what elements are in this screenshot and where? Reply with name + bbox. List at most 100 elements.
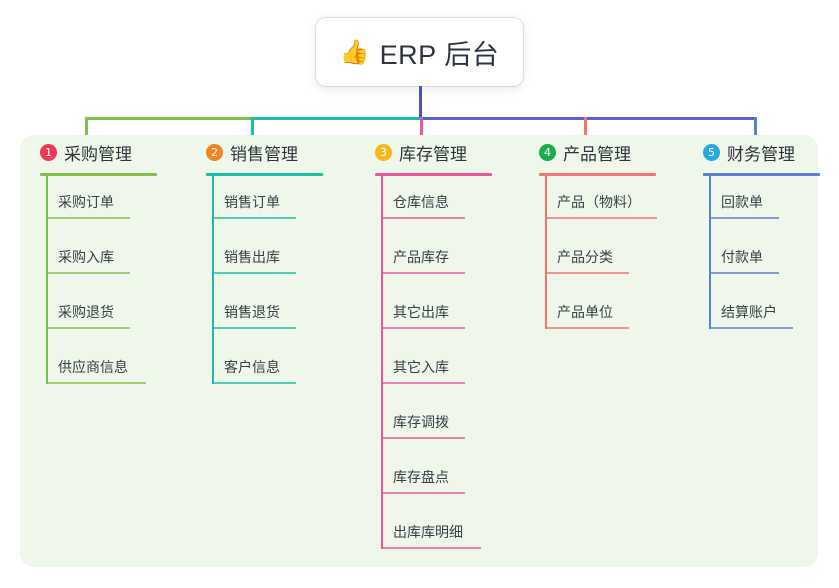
bus-segment-green <box>85 117 251 120</box>
menu-item-label: 销售订单 <box>224 194 280 210</box>
menu-item-underline <box>709 272 779 274</box>
column-badge-4: 4 <box>539 143 556 161</box>
column-title-1: 采购管理 <box>64 144 132 164</box>
menu-item-underline <box>545 327 629 329</box>
menu-item-label: 其它入库 <box>393 359 449 375</box>
mindmap-card: 1 采购管理采购订单采购入库采购退货供应商信息 2 销售管理销售订单销售出库销售退货客… <box>20 135 820 567</box>
menu-item-underline <box>545 217 657 219</box>
menu-item-underline <box>46 217 130 219</box>
column-header-5[interactable]: 5 财务管理 <box>693 135 839 169</box>
menu-item-label: 回款单 <box>721 194 763 210</box>
menu-item[interactable]: 产品分类 <box>529 231 686 286</box>
menu-item-underline <box>46 272 130 274</box>
menu-item[interactable]: 回款单 <box>693 176 839 231</box>
menu-item[interactable]: 采购入库 <box>30 231 187 286</box>
column-4: 4 产品管理产品（物料） 产品分类产品单位 <box>529 135 686 341</box>
menu-item-underline <box>381 547 481 549</box>
menu-item[interactable]: 产品（物料） <box>529 176 686 231</box>
menu-item-label: 产品库存 <box>393 249 449 265</box>
menu-item-underline <box>709 327 793 329</box>
root-title: ERP 后台 <box>379 39 500 70</box>
menu-item[interactable]: 销售订单 <box>196 176 353 231</box>
menu-item-label: 销售出库 <box>224 249 280 265</box>
menu-item-label: 库存盘点 <box>393 469 449 485</box>
column-items-2: 销售订单销售出库销售退货客户信息 <box>196 176 353 396</box>
column-items-4: 产品（物料） 产品分类产品单位 <box>529 176 686 341</box>
menu-item[interactable]: 出库库明细 <box>365 506 522 561</box>
menu-item[interactable]: 销售出库 <box>196 231 353 286</box>
menu-item-underline <box>212 217 296 219</box>
menu-item-underline <box>545 272 629 274</box>
menu-item[interactable]: 付款单 <box>693 231 839 286</box>
column-underline-4 <box>539 173 656 176</box>
menu-item[interactable]: 其它出库 <box>365 286 522 341</box>
column-title-3: 库存管理 <box>399 144 467 164</box>
menu-item-label: 库存调拨 <box>393 414 449 430</box>
menu-item-label: 结算账户 <box>721 304 777 320</box>
column-spine-5 <box>709 176 711 329</box>
menu-item-label: 其它出库 <box>393 304 449 320</box>
column-badge-5: 5 <box>703 143 720 161</box>
menu-item-label: 付款单 <box>721 249 763 265</box>
column-spine-3 <box>381 176 383 549</box>
menu-item-label: 仓库信息 <box>393 194 449 210</box>
menu-item[interactable]: 产品单位 <box>529 286 686 341</box>
column-underline-5 <box>703 173 820 176</box>
column-title-4: 产品管理 <box>563 144 631 164</box>
menu-item-underline <box>381 492 465 494</box>
column-items-5: 回款单付款单结算账户 <box>693 176 839 341</box>
menu-item[interactable]: 库存调拨 <box>365 396 522 451</box>
menu-item[interactable]: 客户信息 <box>196 341 353 396</box>
menu-item[interactable]: 结算账户 <box>693 286 839 341</box>
column-title-2: 销售管理 <box>230 144 298 164</box>
menu-item-underline <box>212 272 296 274</box>
menu-item-label: 采购订单 <box>58 194 114 210</box>
menu-item[interactable]: 采购订单 <box>30 176 187 231</box>
menu-item-underline <box>212 382 296 384</box>
column-badge-1: 1 <box>40 143 57 161</box>
column-header-4[interactable]: 4 产品管理 <box>529 135 686 169</box>
menu-item[interactable]: 库存盘点 <box>365 451 522 506</box>
menu-item-underline <box>381 382 465 384</box>
menu-item-underline <box>709 217 779 219</box>
menu-item-underline <box>46 327 130 329</box>
column-title-5: 财务管理 <box>727 144 795 164</box>
root-node[interactable]: 👍 ERP 后台 <box>316 18 523 86</box>
menu-item[interactable]: 销售退货 <box>196 286 353 341</box>
menu-item-label: 销售退货 <box>224 304 280 320</box>
column-5: 5 财务管理回款单付款单结算账户 <box>693 135 839 341</box>
root-node-content: 👍 ERP 后台 <box>340 33 499 72</box>
column-items-1: 采购订单采购入库采购退货供应商信息 <box>30 176 187 396</box>
column-underline-3 <box>375 173 492 176</box>
menu-item-label: 产品（物料） <box>557 194 641 210</box>
thumbs-up-icon: 👍 <box>339 39 370 66</box>
column-2: 2 销售管理销售订单销售出库销售退货客户信息 <box>196 135 353 396</box>
bus-segment-teal <box>251 117 420 120</box>
menu-item-underline <box>381 327 465 329</box>
root-stem-line <box>419 86 422 118</box>
menu-item[interactable]: 产品库存 <box>365 231 522 286</box>
menu-item[interactable]: 供应商信息 <box>30 341 187 396</box>
menu-item-label: 采购入库 <box>58 249 114 265</box>
column-spine-4 <box>545 176 547 329</box>
menu-item-underline <box>212 327 296 329</box>
menu-item-label: 客户信息 <box>224 359 280 375</box>
column-badge-2: 2 <box>206 143 223 161</box>
column-underline-2 <box>206 173 323 176</box>
menu-item-underline <box>46 382 146 384</box>
menu-item[interactable]: 其它入库 <box>365 341 522 396</box>
menu-item[interactable]: 采购退货 <box>30 286 187 341</box>
menu-item-underline <box>381 217 465 219</box>
menu-item-label: 供应商信息 <box>58 359 128 375</box>
column-header-2[interactable]: 2 销售管理 <box>196 135 353 169</box>
column-spine-1 <box>46 176 48 384</box>
menu-item-label: 产品分类 <box>557 249 613 265</box>
menu-item-label: 产品单位 <box>557 304 613 320</box>
column-header-1[interactable]: 1 采购管理 <box>30 135 187 169</box>
menu-item-label: 出库库明细 <box>393 524 463 540</box>
menu-item[interactable]: 仓库信息 <box>365 176 522 231</box>
menu-item-underline <box>381 272 465 274</box>
column-underline-1 <box>40 173 157 176</box>
